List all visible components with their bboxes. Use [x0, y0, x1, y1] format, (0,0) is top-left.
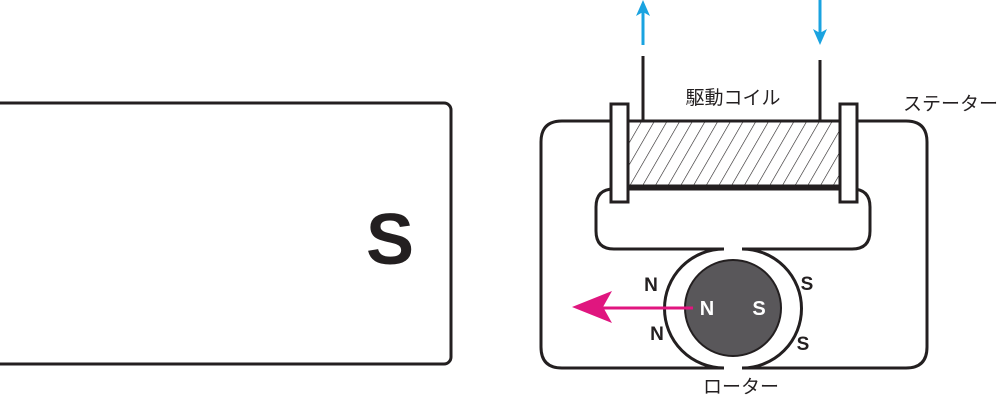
- stator-pole-left-top: N: [644, 275, 658, 296]
- rotor-pole-n: N: [700, 298, 714, 320]
- drive-coil: [625, 119, 842, 188]
- current-in-arrow-icon: [813, 0, 827, 45]
- rotor-label: ローター: [703, 376, 779, 398]
- magnet-pole-label: S: [366, 200, 414, 280]
- stator-pole-right-top: S: [801, 274, 814, 295]
- stator: [539, 119, 929, 370]
- coil-label: 駆動コイル: [685, 87, 780, 109]
- stator-label: ステーター: [903, 93, 998, 115]
- stator-pole-right-bottom: S: [797, 334, 810, 355]
- coil-flange-right: [838, 102, 859, 204]
- force-arrow-icon: [572, 291, 693, 323]
- permanent-magnet: [0, 101, 453, 366]
- coil-flange-left: [609, 102, 630, 204]
- current-out-arrow-icon: [636, 0, 650, 45]
- rotor-pole-s: S: [752, 298, 765, 320]
- stator-pole-left-bottom: N: [650, 324, 664, 345]
